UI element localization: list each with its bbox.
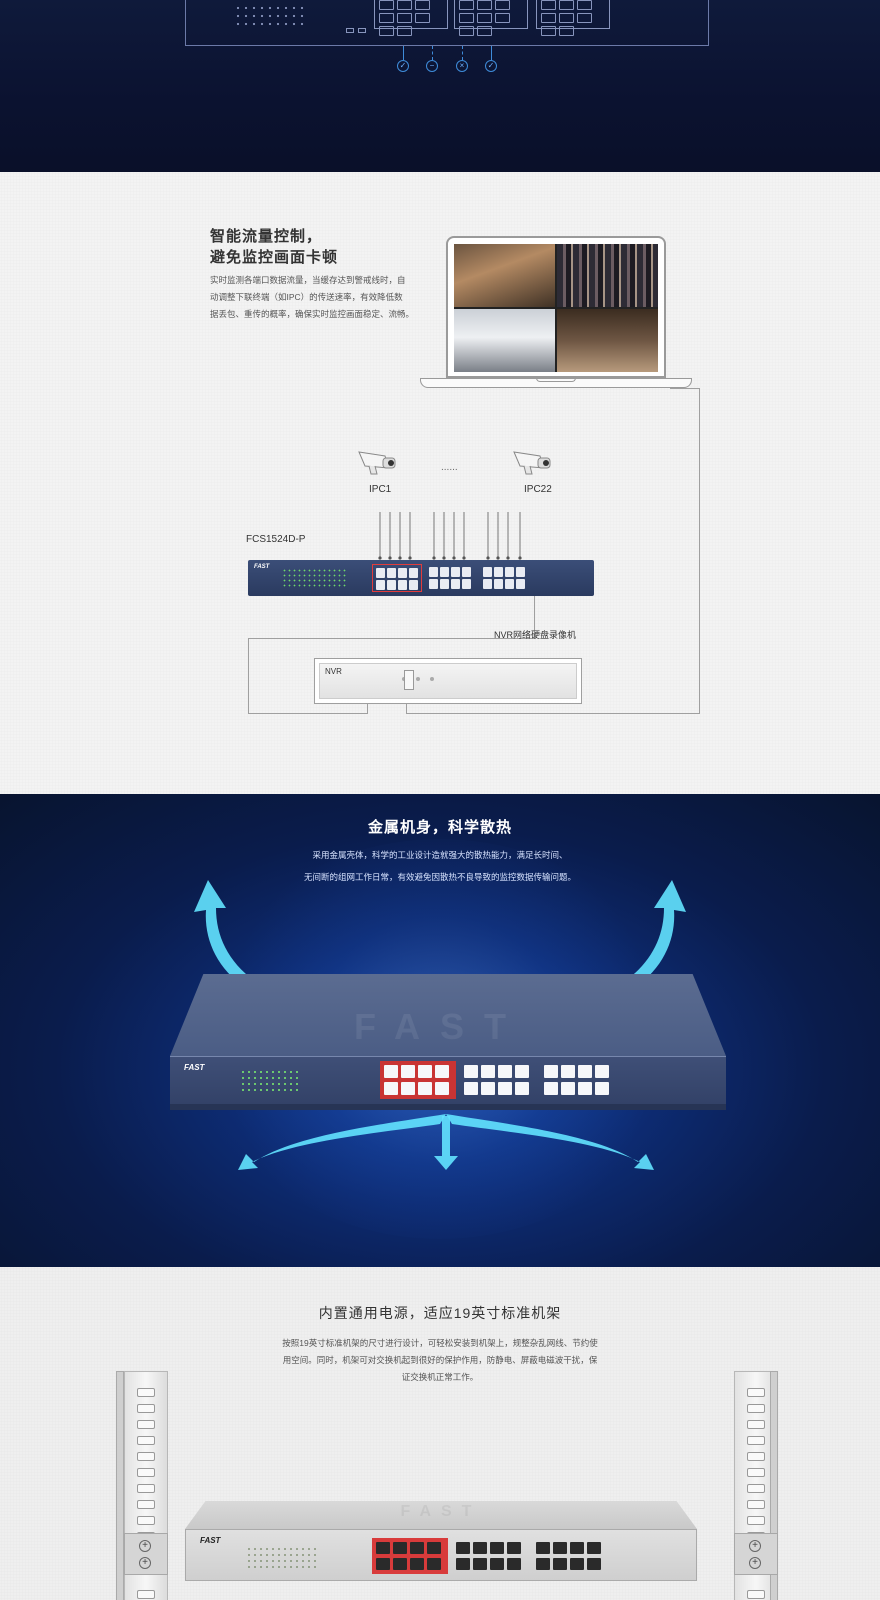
link-line [491,46,492,60]
ipc-camera-icon [358,451,396,475]
rack-rail-lip [770,1371,778,1600]
port-group [426,564,476,592]
chassis-logo: FAST [400,1503,482,1520]
wire [248,638,535,639]
wire [248,638,249,714]
switch-device: FAST [248,560,594,596]
traffic-description: 实时监测各端口数据流量，当缓存达到警戒线时，自 动调整下联终端（如IPC）的传送… [210,272,430,323]
minus-icon: − [426,60,438,72]
port-group [452,1538,528,1574]
led-indicator-grid [234,4,304,28]
led-indicator-grid [282,568,346,588]
nvr-caption: NVR网络硬盘录像机 [494,630,577,640]
laptop-screen [446,236,666,378]
traffic-title: 智能流量控制， 避免监控画面卡顿 [210,226,338,268]
traffic-control-section: 智能流量控制， 避免监控画面卡顿 实时监测各端口数据流量，当缓存达到警戒线时，自… [0,172,880,794]
wire [534,596,535,638]
switch-brand: FAST [254,564,270,570]
chassis-logo: FAST [353,1006,526,1047]
port-group-2 [454,0,528,36]
traffic-desc-line3: 据丢包、重传的概率，确保实时监控画面稳定、流畅。 [210,309,415,319]
ipc1-label: IPC1 [369,484,392,495]
nvr-front-panel: NVR [319,663,577,699]
port-group-3 [536,0,610,36]
screw-icon: + [749,1540,761,1552]
switch-chassis-bottom [170,1104,726,1110]
port-group [460,1061,536,1099]
traffic-desc-line1: 实时监测各端口数据流量，当缓存达到警戒线时，自 [210,275,406,285]
cross-icon: × [456,60,468,72]
check-icon: ✓ [485,60,497,72]
screw-icon: + [139,1540,151,1552]
status-light [358,28,366,33]
heat-arrow-down-icon [238,1114,654,1170]
wire [699,388,700,714]
wire [406,713,700,714]
ellipsis-label: ...... [441,462,458,473]
usb-port [404,670,414,690]
led-indicator-grid [240,1069,300,1093]
rack-mount-section: 内置通用电源，适应19英寸标准机架 按照19英寸标准机架的尺寸进行设计，可轻松安… [0,1267,880,1600]
port-group [540,1061,616,1099]
metal-body-section: 金属机身，科学散热 采用金属壳体，科学的工业设计造就强大的散热能力，满足长时间、… [0,794,880,1267]
camera-view-aisle [454,309,555,372]
rack-mount-plate: + + [734,1533,778,1575]
poe-port-group [372,1538,448,1574]
screw-icon: + [139,1557,151,1569]
rack-title: 内置通用电源，适应19英寸标准机架 [318,1305,562,1321]
traffic-desc-line2: 动调整下联终端（如IPC）的传送速率，有效降低数 [210,292,403,302]
rack-desc-line2: 用空间。同时，机架可对交换机起到很好的保护作用，防静电、屏蔽电磁波干扰，保 [282,1355,598,1365]
nvr-label: NVR [325,667,342,676]
port-group [532,1538,608,1574]
rack-desc-line3: 证交换机正常工作。 [401,1372,479,1382]
status-light [346,28,354,33]
poe-port-group [372,564,422,592]
switch-brand: FAST [200,1536,221,1545]
wire [248,713,368,714]
switch-brand: FAST [184,1063,205,1072]
wire [670,388,700,389]
camera-view-shelves [557,309,658,372]
link-line [432,46,433,60]
port-group [480,564,530,592]
ipc22-label: IPC22 [524,484,552,495]
switch-chassis-top: FAST [185,1501,697,1529]
rack-mount-plate: + + [124,1533,168,1575]
switch-front-panel: FAST [185,1529,697,1581]
metal-desc-line1: 采用金属壳体，科学的工业设计造就强大的散热能力，满足长时间、 [312,850,568,860]
metal-description: 采用金属壳体，科学的工业设计造就强大的散热能力，满足长时间、 无间断的组网工作日… [0,844,880,888]
nvr-status-light [416,677,420,681]
rack-rail-lip [116,1371,124,1600]
traffic-title-line2: 避免监控画面卡顿 [210,249,339,266]
check-icon: ✓ [397,60,409,72]
switch-chassis-top [170,974,726,1056]
metal-title: 金属机身，科学散热 [367,819,512,836]
screw-icon: + [749,1557,761,1569]
link-line [403,46,404,60]
camera-view-clothing [557,244,658,307]
rack-desc-line1: 按照19英寸标准机架的尺寸进行设计，可轻松安装到机架上，规整杂乱网线、节约使 [282,1338,598,1348]
link-line [462,46,463,60]
switch-outline [185,0,709,46]
camera-view-store [454,244,555,307]
top-switch-section: ✓ − × ✓ [0,0,880,172]
nvr-status-light [430,677,434,681]
port-group-1 [374,0,448,36]
heat-arrow-up-left-icon [194,880,256,988]
heat-arrow-up-right-icon [624,880,686,988]
ipc-cables [378,512,522,560]
switch-front-panel: FAST [170,1056,726,1104]
switch-model-label: FCS1524D-P [246,534,306,545]
laptop-notch [536,378,576,382]
traffic-title-line1: 智能流量控制， [210,228,323,245]
led-indicator-grid [246,1546,316,1570]
rack-description: 按照19英寸标准机架的尺寸进行设计，可轻松安装到机架上，规整杂乱网线、节约使 用… [0,1335,880,1386]
metal-desc-line2: 无间断的组网工作日常，有效避免因散热不良导致的监控数据传输问题。 [303,872,576,882]
surveillance-grid [454,244,658,372]
ipc-camera-icon [513,451,551,475]
poe-port-group [380,1061,456,1099]
nvr-device: NVR [314,658,582,704]
